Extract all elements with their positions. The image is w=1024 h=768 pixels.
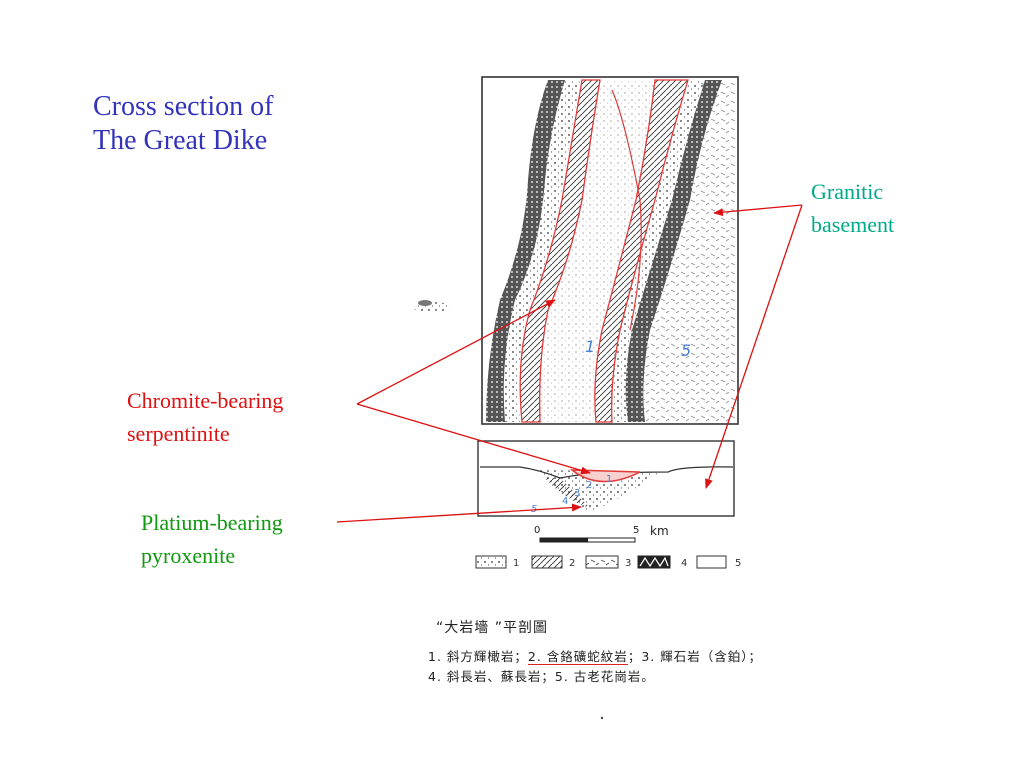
arrow-chromite-map	[356, 299, 556, 405]
legend-num-2: 2	[569, 558, 575, 569]
scale-unit: km	[650, 524, 669, 538]
section-trough	[535, 470, 660, 512]
legend-swatch-5	[696, 555, 727, 569]
platinum-label: Platium-bearing pyroxenite	[141, 506, 283, 572]
arrow-granite-map	[713, 204, 803, 217]
chromite-line-1: Chromite-bearing	[127, 388, 284, 413]
section-unit-4: 4	[562, 496, 568, 507]
chromite-line-2: serpentinite	[127, 421, 230, 446]
scale-zero: 0	[534, 525, 540, 536]
cross-section: 1 2 3 4 5	[477, 440, 735, 517]
plan-map: 1 5	[481, 76, 739, 425]
chromite-label: Chromite-bearing serpentinite	[127, 384, 283, 450]
legend-swatch-3	[585, 555, 619, 569]
caption-line-1: 1. 斜方輝橄岩；2. 含鉻礦蛇紋岩；3. 輝石岩（含鉑）；	[428, 647, 762, 667]
slide-title: Cross section of The Great Dike	[93, 90, 273, 158]
map-unit-1: 1	[585, 337, 595, 356]
granitic-basement-label: Granitic basement	[811, 175, 894, 241]
caption-title: “大岩墻 ”平剖圖	[436, 620, 548, 636]
caption-item-3: ；3. 輝石岩（含鉑）；	[627, 649, 762, 664]
dotted-band-right	[610, 80, 705, 422]
map-unit-5: 5	[681, 341, 691, 360]
outer-band-left	[486, 80, 565, 422]
rock-legend: 1 2 3 4 5	[475, 555, 741, 569]
platinum-line-1: Platium-bearing	[141, 510, 283, 535]
pointer-arrows	[336, 204, 803, 523]
core-unit	[539, 80, 655, 422]
arrow-chromite-section	[356, 403, 591, 475]
caption-line-2: 4. 斜長岩、蘇長岩；5. 古老花崗岩。	[428, 669, 655, 684]
legend-num-3: 3	[625, 558, 631, 569]
title-line-1: Cross section of	[93, 91, 274, 122]
granitic-line-2: basement	[811, 212, 895, 237]
title-line-2: The Great Dike	[93, 125, 268, 156]
caption-item-1: 1. 斜方輝橄岩；	[428, 649, 528, 664]
section-unit-1: 1	[606, 474, 612, 485]
granitic-line-1: Granitic	[811, 179, 884, 204]
outer-band-right	[625, 80, 722, 422]
arrow-granite-section	[705, 204, 803, 489]
granite-field	[640, 80, 736, 422]
legend-swatch-1	[475, 555, 507, 569]
section-pyroxenite	[545, 478, 590, 508]
scan-speckle	[412, 300, 452, 312]
caption-item-2: 2. 含鉻礦蛇紋岩	[527, 649, 628, 665]
scale-five: 5	[633, 525, 639, 536]
arrow-platinum-section	[336, 503, 582, 523]
dotted-band-left	[503, 80, 580, 422]
legend-num-5: 5	[735, 558, 741, 569]
legend-num-4: 4	[681, 558, 687, 569]
scale-bar: 0 5 km	[534, 524, 669, 543]
figure-caption: “大岩墻 ”平剖圖 1. 斜方輝橄岩；2. 含鉻礦蛇紋岩；3. 輝石岩（含鉑）；…	[428, 617, 762, 687]
platinum-line-2: pyroxenite	[141, 543, 236, 568]
legend-num-1: 1	[513, 558, 519, 569]
legend-swatch-2	[531, 555, 563, 569]
section-unit-3: 3	[574, 488, 580, 499]
section-unit-2: 2	[586, 480, 592, 491]
